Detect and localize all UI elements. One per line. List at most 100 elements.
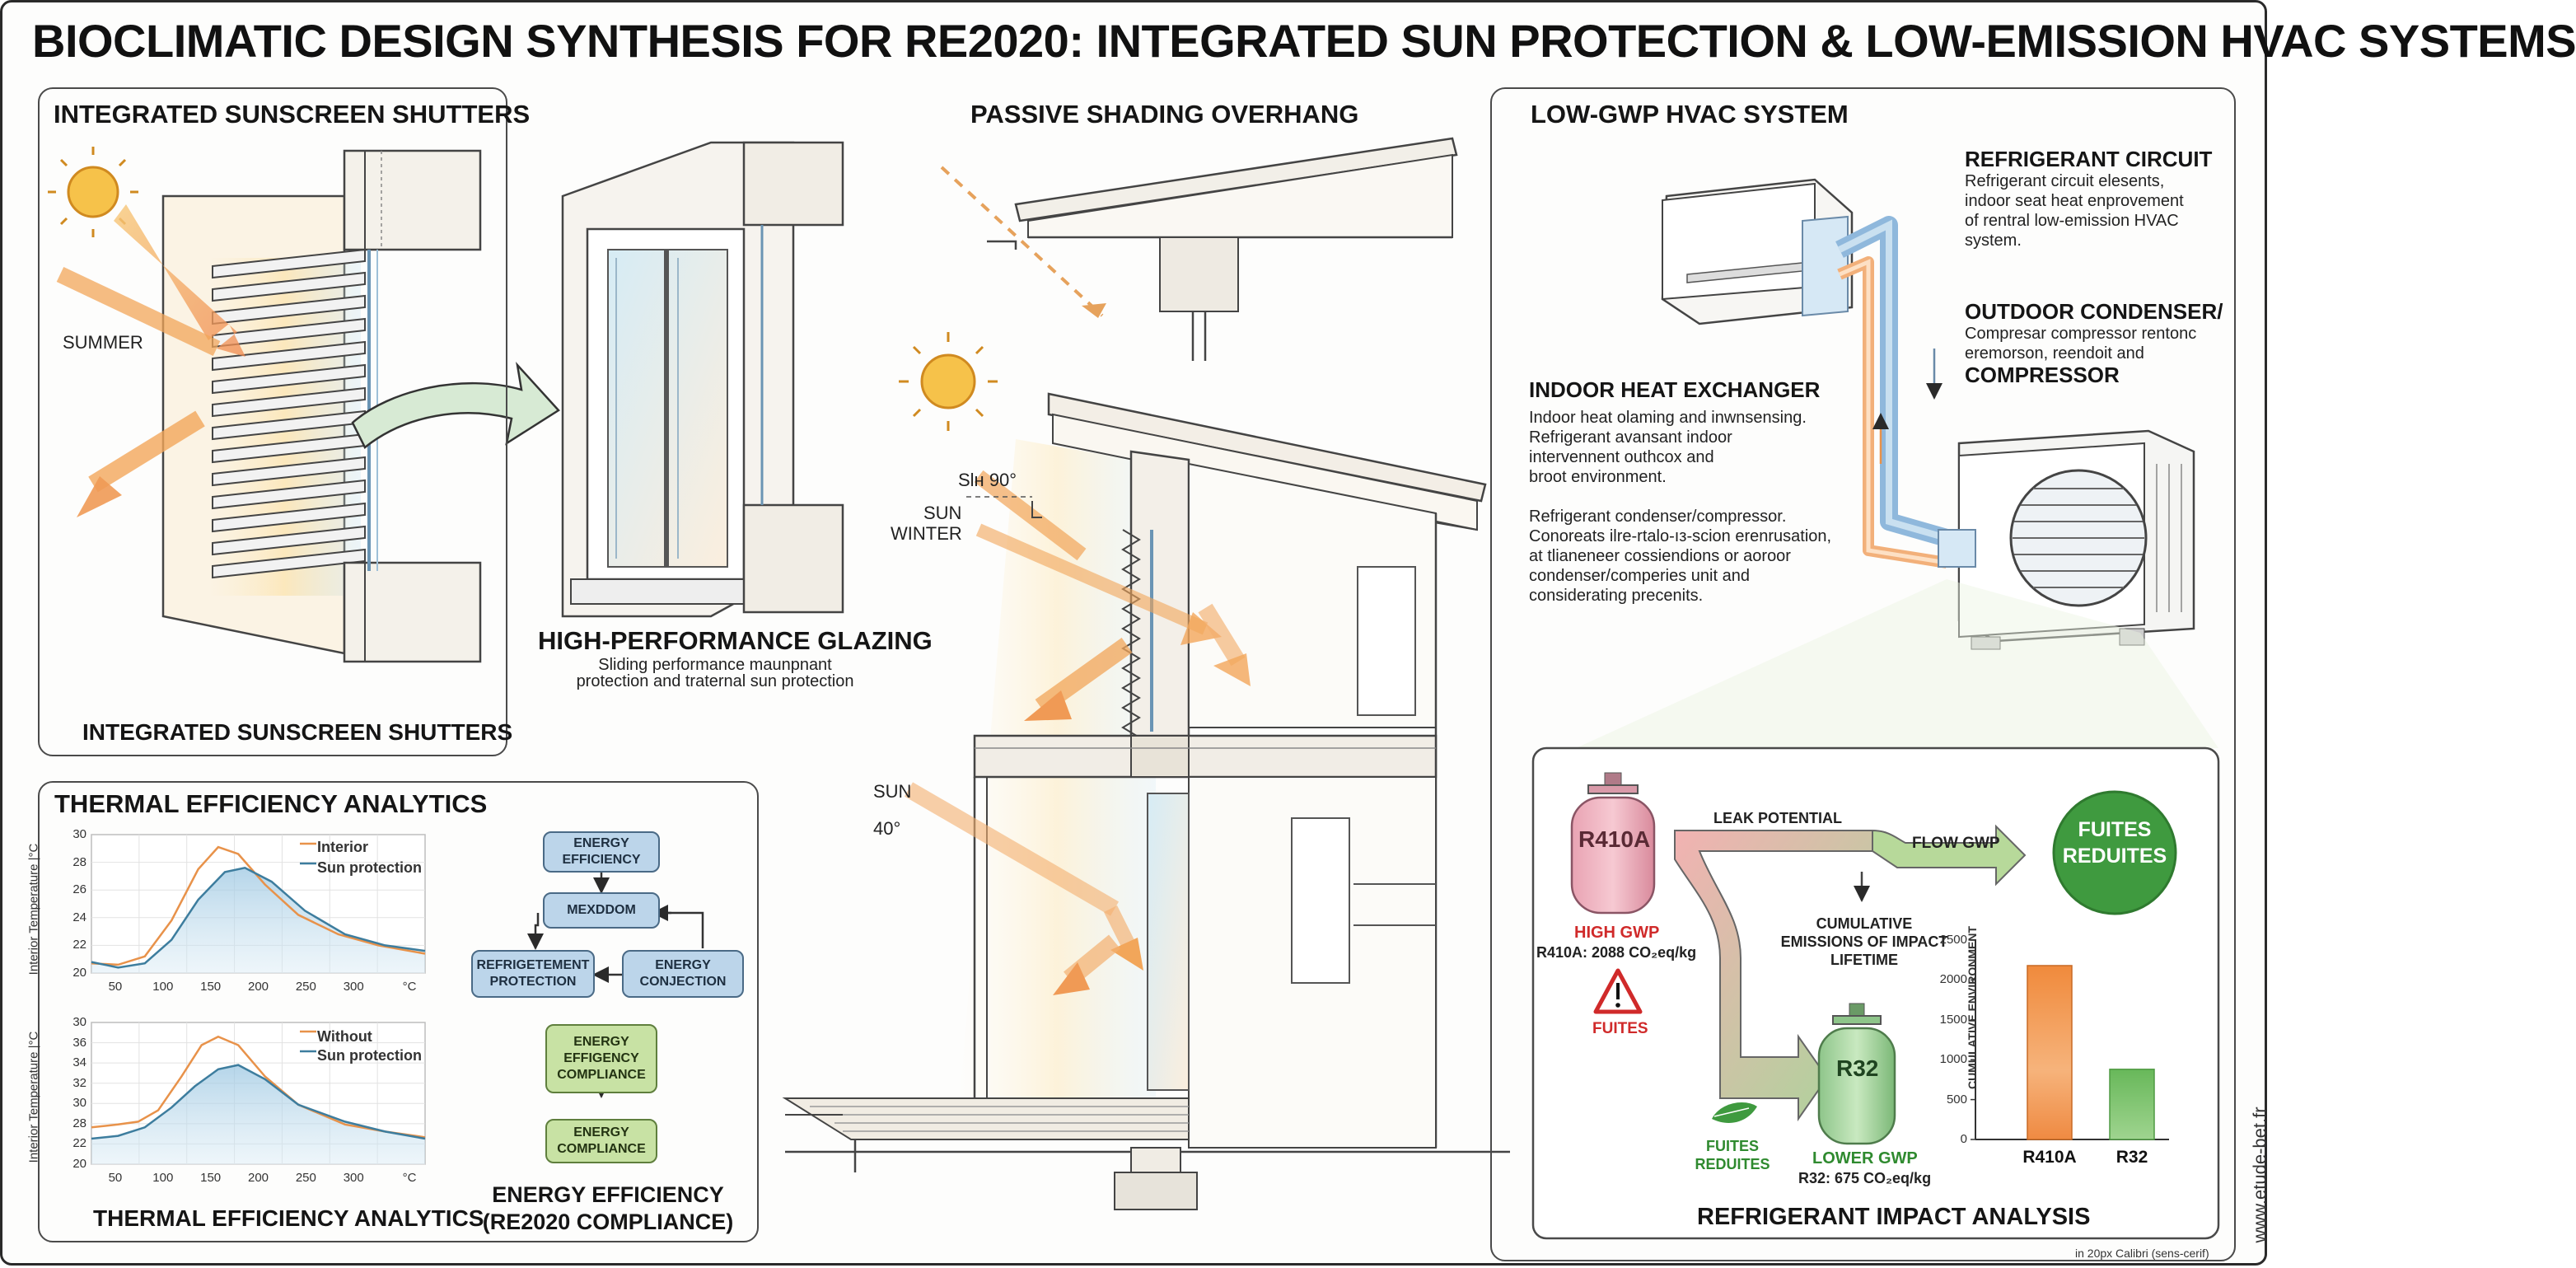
website-label: www.etude-bet.fr: [2249, 1107, 2270, 1243]
circuit-title: REFRIGERANT CIRCUIT: [1965, 147, 2213, 171]
cond-line-3: at tlianeneer cossiendions or aoroor: [1529, 547, 1791, 565]
hvac-illustration: [1576, 178, 2218, 748]
c2-y-tick: 34: [72, 1055, 86, 1070]
glazing-heading: HIGH-PERFORMANCE GLAZING: [538, 626, 933, 655]
flow-box-energy-conjection: ENERGY CONJECTION: [622, 950, 744, 998]
circuit-line-4: system.: [1965, 232, 2022, 250]
glazing-illustration: [561, 141, 844, 618]
bar-chart-tick-label: 0: [1960, 1132, 1967, 1146]
hvac-panel: [1490, 87, 2236, 1261]
circuit-line-3: of rentral low-emission HVAC: [1965, 212, 2179, 230]
fuites-warning-label: FUITES: [1592, 1020, 1648, 1037]
glazing-text-2: protection and traternal sun protection: [576, 672, 854, 690]
c2-x-tick: °C: [402, 1171, 417, 1185]
shutters-caption: INTEGRATED SUNSCREEN SHUTTERS: [82, 719, 513, 745]
indoor-title: INDOOR HEAT EXCHANGER: [1529, 377, 1821, 402]
c1-x-tick: 150: [200, 980, 222, 994]
sun-winter-label-2: WINTER: [891, 523, 962, 544]
circuit-line-2: indoor seat heat enprovement: [1965, 192, 2184, 210]
summer-label: SUMMER: [63, 332, 143, 353]
bar-chart-tick-label: 500: [1946, 1092, 1967, 1107]
c1-series-2: [91, 866, 426, 969]
c2-y-tick: 30: [72, 1096, 86, 1111]
shutters-panel: [38, 87, 507, 756]
c1-x-tick: 100: [152, 980, 174, 994]
c1-series-1: [91, 845, 426, 966]
circle-text-1: FUITES: [2078, 818, 2152, 841]
bar-chart-tick-label: 1000: [1939, 1052, 1967, 1067]
c1-x-tick: 250: [295, 980, 316, 994]
leaf-text-2: REDUITES: [1695, 1156, 1770, 1172]
shutter-illustration: [48, 147, 560, 663]
c1-y-tick: 30: [72, 827, 86, 841]
c2-y-tick: 22: [72, 1136, 86, 1151]
c1-x-tick: 50: [108, 980, 123, 994]
cond-line-2: Conoreats ilre-rtalo-ıз-scion erenrusati…: [1529, 527, 1832, 545]
c2-y-tick: 28: [72, 1116, 86, 1130]
page-title: BIOCLIMATIC DESIGN SYNTHESIS FOR RE2020:…: [32, 15, 2576, 67]
flow-box-energy-compliance: ENERGY COMPLIANCE: [545, 1119, 657, 1163]
c2-x-tick: 200: [247, 1171, 269, 1185]
circle-text-2: REDUITES: [2062, 845, 2167, 868]
warning-icon: [1593, 968, 1643, 1014]
bar-chart-tick-label: 2500: [1939, 933, 1967, 947]
flow-box-mexddom: MEXDDOM: [543, 892, 660, 929]
cond-line-4: condenser/comperies unit and: [1529, 567, 1750, 585]
bar-r410a: [2027, 965, 2073, 1140]
bar-r32: [2109, 1069, 2155, 1140]
chart2-legend-2: Sun protection: [317, 1047, 422, 1064]
flow-box-energy-effigency-compliance: ENERGY EFFIGENCY COMPLIANCE: [545, 1024, 657, 1093]
r410a-tank-icon: [1570, 772, 1656, 915]
lower-gwp-label: LOWER GWP: [1812, 1149, 1918, 1167]
cond-line-1: Refrigerant condenser/compressor.: [1529, 508, 1787, 526]
angle-40-label: 40°: [873, 818, 901, 839]
flow-caption-2: (RE2020 COMPLIANCE): [482, 1210, 734, 1234]
c2-y-tick: 30: [72, 1015, 86, 1029]
hvac-heading: LOW-GWP HVAC SYSTEM: [1531, 100, 1849, 129]
sun-icon: [48, 147, 138, 237]
r410a-value: R410A: 2088 CO₂eq/kg: [1536, 944, 1697, 961]
cond-line-5: considerating precenits.: [1529, 587, 1704, 605]
flow-caption-1: ENERGY EFFICIENCY: [492, 1182, 724, 1207]
r32-value: R32: 675 CO₂eq/kg: [1798, 1170, 1932, 1186]
thermal-panel: [38, 781, 759, 1242]
outdoor-title: OUTDOOR CONDENSER/: [1965, 299, 2223, 324]
c1-y-tick: 26: [72, 882, 86, 897]
fuites-reduites-badge: [2052, 790, 2177, 915]
c2-x-tick: 100: [152, 1171, 174, 1185]
leak-potential-label: LEAK POTENTIAL: [1713, 810, 1842, 826]
thermal-heading: THERMAL EFFICIENCY ANALYTICS: [54, 789, 488, 818]
c2-x-tick: 250: [295, 1171, 316, 1185]
sun-label: SUN: [873, 781, 912, 802]
chart2-ylabel: Interior Temperature |°C: [26, 1031, 41, 1163]
refrigerant-caption: REFRIGERANT IMPACT ANALYSIS: [1697, 1204, 2091, 1230]
tank-r32-label: R32: [1836, 1055, 1879, 1081]
glazing-text-1: Sliding performance maunpnant: [598, 656, 832, 674]
c2-series-1: [91, 1035, 426, 1139]
c1-y-tick: 20: [72, 966, 86, 980]
tank-r410a-label: R410A: [1578, 826, 1651, 852]
c1-x-tick: 300: [343, 980, 364, 994]
c2-y-tick: 36: [72, 1035, 86, 1050]
indoor-line-1: Indoor heat olaming and inwnsensing.: [1529, 409, 1807, 427]
overhang-illustration: [782, 137, 1510, 1210]
cumulative-line-3: LIFETIME: [1830, 952, 1898, 968]
c1-y-tick: 24: [72, 910, 86, 924]
c2-area: [91, 1064, 425, 1164]
thermal-caption: THERMAL EFFICIENCY ANALYTICS: [93, 1205, 484, 1231]
outdoor-line-2: eremorson, reendoit and: [1965, 344, 2144, 363]
flow-box-refrigetement-protection: REFRIGETEMENT PROTECTION: [471, 950, 595, 998]
thermal-chart-1: [91, 834, 426, 974]
cumulative-line-2: EMISSIONS OF IMPACT: [1780, 933, 1948, 950]
bar-chart-tick-label: 2000: [1939, 972, 1967, 987]
shutter-slats: [212, 248, 366, 579]
refrigerant-bar-chart: [1971, 939, 2169, 1140]
c1-y-tick: 22: [72, 938, 86, 952]
indoor-line-3: intervennent outhcox and: [1529, 448, 1714, 466]
bar-chart-tick-label: 1500: [1939, 1012, 1967, 1027]
c2-y-tick: 20: [72, 1157, 86, 1171]
outdoor-line-1: Compresar compressor rentonc: [1965, 325, 2197, 343]
sun-icon: [899, 332, 998, 431]
bar-category-label: R32: [2115, 1148, 2148, 1167]
